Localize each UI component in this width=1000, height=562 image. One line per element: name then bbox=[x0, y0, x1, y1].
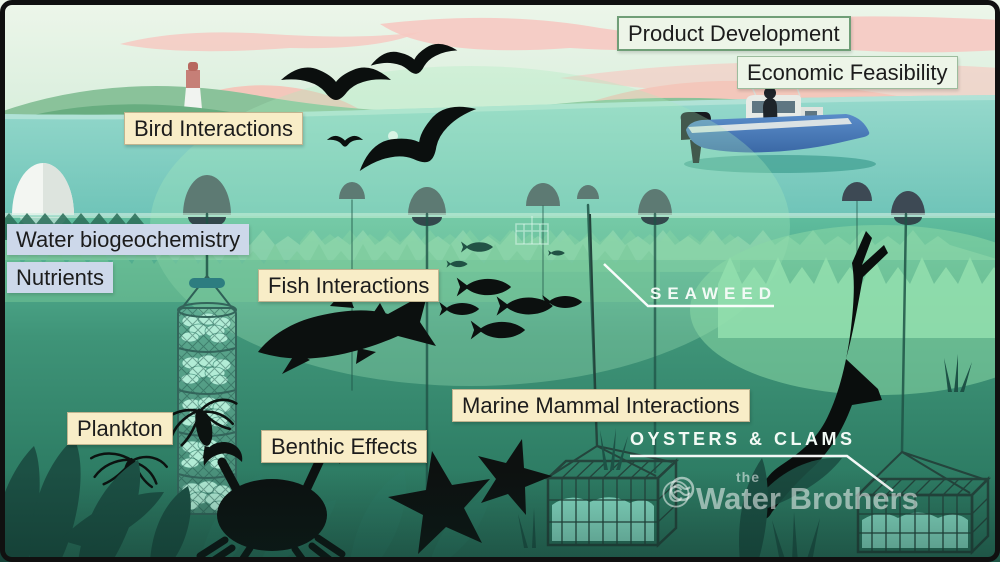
label-nutrients: Nutrients bbox=[7, 262, 114, 294]
watermark-prefix: the bbox=[736, 469, 760, 485]
boat-reflection bbox=[684, 155, 876, 173]
label-water-biogeochemistry: Water biogeochemistry bbox=[7, 224, 250, 256]
callout-seaweed: SEAWEED bbox=[650, 284, 778, 303]
label-plankton: Plankton bbox=[67, 412, 173, 446]
seal-icon bbox=[758, 231, 888, 520]
label-bird-interactions: Bird Interactions bbox=[124, 112, 303, 146]
watermark-name: Water Brothers bbox=[696, 481, 919, 516]
distant-net-icon bbox=[515, 216, 549, 245]
bottom-vignette bbox=[0, 470, 1000, 562]
boat-icon bbox=[680, 73, 870, 163]
waterline bbox=[0, 213, 1000, 218]
label-benthic-effects: Benthic Effects bbox=[261, 430, 428, 464]
label-marine-mammal-interactions: Marine Mammal Interactions bbox=[452, 389, 750, 423]
label-fish-interactions: Fish Interactions bbox=[258, 269, 440, 303]
label-product-development: Product Development bbox=[617, 16, 851, 52]
water-brothers-logo-icon bbox=[669, 476, 695, 502]
callout-oysters-clams: OYSTERS & CLAMS bbox=[630, 429, 856, 449]
water-glint bbox=[388, 131, 398, 141]
label-economic-feasibility: Economic Feasibility bbox=[737, 56, 958, 90]
watermark: © the Water Brothers bbox=[662, 470, 919, 516]
light-rays bbox=[150, 66, 790, 386]
buoy-icons bbox=[12, 163, 925, 215]
